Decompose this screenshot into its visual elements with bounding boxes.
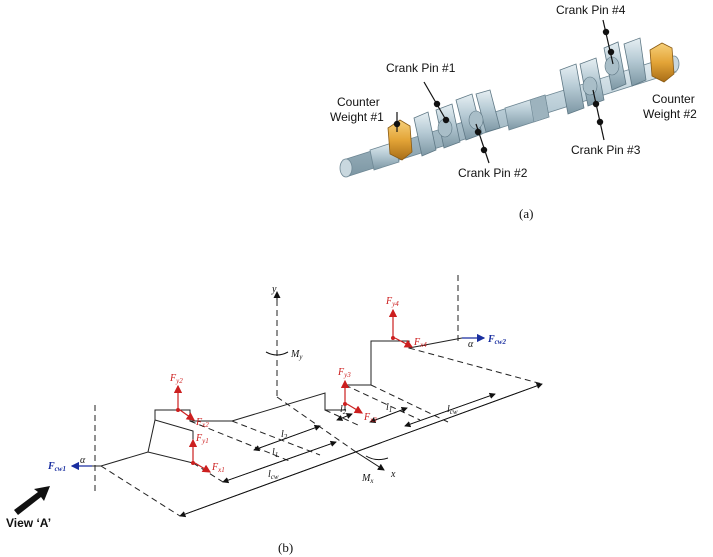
dim-l2-left: l2 <box>281 429 288 441</box>
caption-a: (a) <box>519 206 533 221</box>
caption-b: (b) <box>278 540 293 555</box>
force-fcw2-label: Fcw2 <box>487 334 506 346</box>
counter-weight-2 <box>649 42 675 83</box>
moment-my-label: My <box>290 349 303 361</box>
view-a-label: View ‘A’ <box>6 516 51 530</box>
label-crank-pin-3: Crank Pin #3 <box>571 143 641 157</box>
force-fcw1-label: Fcw1 <box>47 461 66 473</box>
dim-lcw-right: lcw <box>447 404 458 416</box>
force-fx1-label: Fx1 <box>211 462 225 474</box>
axis-y-label: y <box>271 284 277 295</box>
force-fy2-label: Fy2 <box>169 373 183 385</box>
force-fx3-label: Fx3 <box>363 412 377 424</box>
force-fx4-label: Fx4 <box>413 337 427 349</box>
counterweight-force-arrows <box>70 333 486 471</box>
dimension-lines <box>179 382 543 518</box>
dim-lcw-left: lcw <box>268 469 279 481</box>
force-arrows <box>173 308 414 473</box>
label-crank-pin-1: Crank Pin #1 <box>386 61 456 75</box>
force-fy3-label: Fy3 <box>337 367 351 379</box>
force-dots <box>176 336 395 465</box>
leader-lines <box>393 19 615 164</box>
dim-l1-right: l1 <box>386 402 392 414</box>
axis-x-label: x <box>390 469 396 480</box>
label-counter-weight-2-line1: Counter <box>652 92 695 106</box>
axes <box>265 291 389 471</box>
label-crank-pin-4: Crank Pin #4 <box>556 3 626 17</box>
force-fy1-label: Fy1 <box>195 433 209 445</box>
view-a-arrow <box>14 486 50 515</box>
schematic-lines <box>75 275 543 517</box>
dim-l2-right: l2 <box>340 404 347 416</box>
label-counter-weight-1-line1: Counter <box>337 95 380 109</box>
alpha-right: α <box>468 339 474 350</box>
label-counter-weight-2-line2: Weight #2 <box>643 107 697 121</box>
counter-weight-1 <box>387 119 413 161</box>
force-fy4-label: Fy4 <box>385 296 399 308</box>
label-counter-weight-1-line2: Weight #1 <box>330 110 384 124</box>
alpha-left: α <box>80 455 86 466</box>
force-fx2-label: Fx2 <box>195 417 209 429</box>
moment-mx-label: Mx <box>361 473 374 485</box>
crankshaft-render <box>339 37 680 178</box>
label-crank-pin-2: Crank Pin #2 <box>458 166 528 180</box>
dim-l1-left: l1 <box>272 447 278 459</box>
